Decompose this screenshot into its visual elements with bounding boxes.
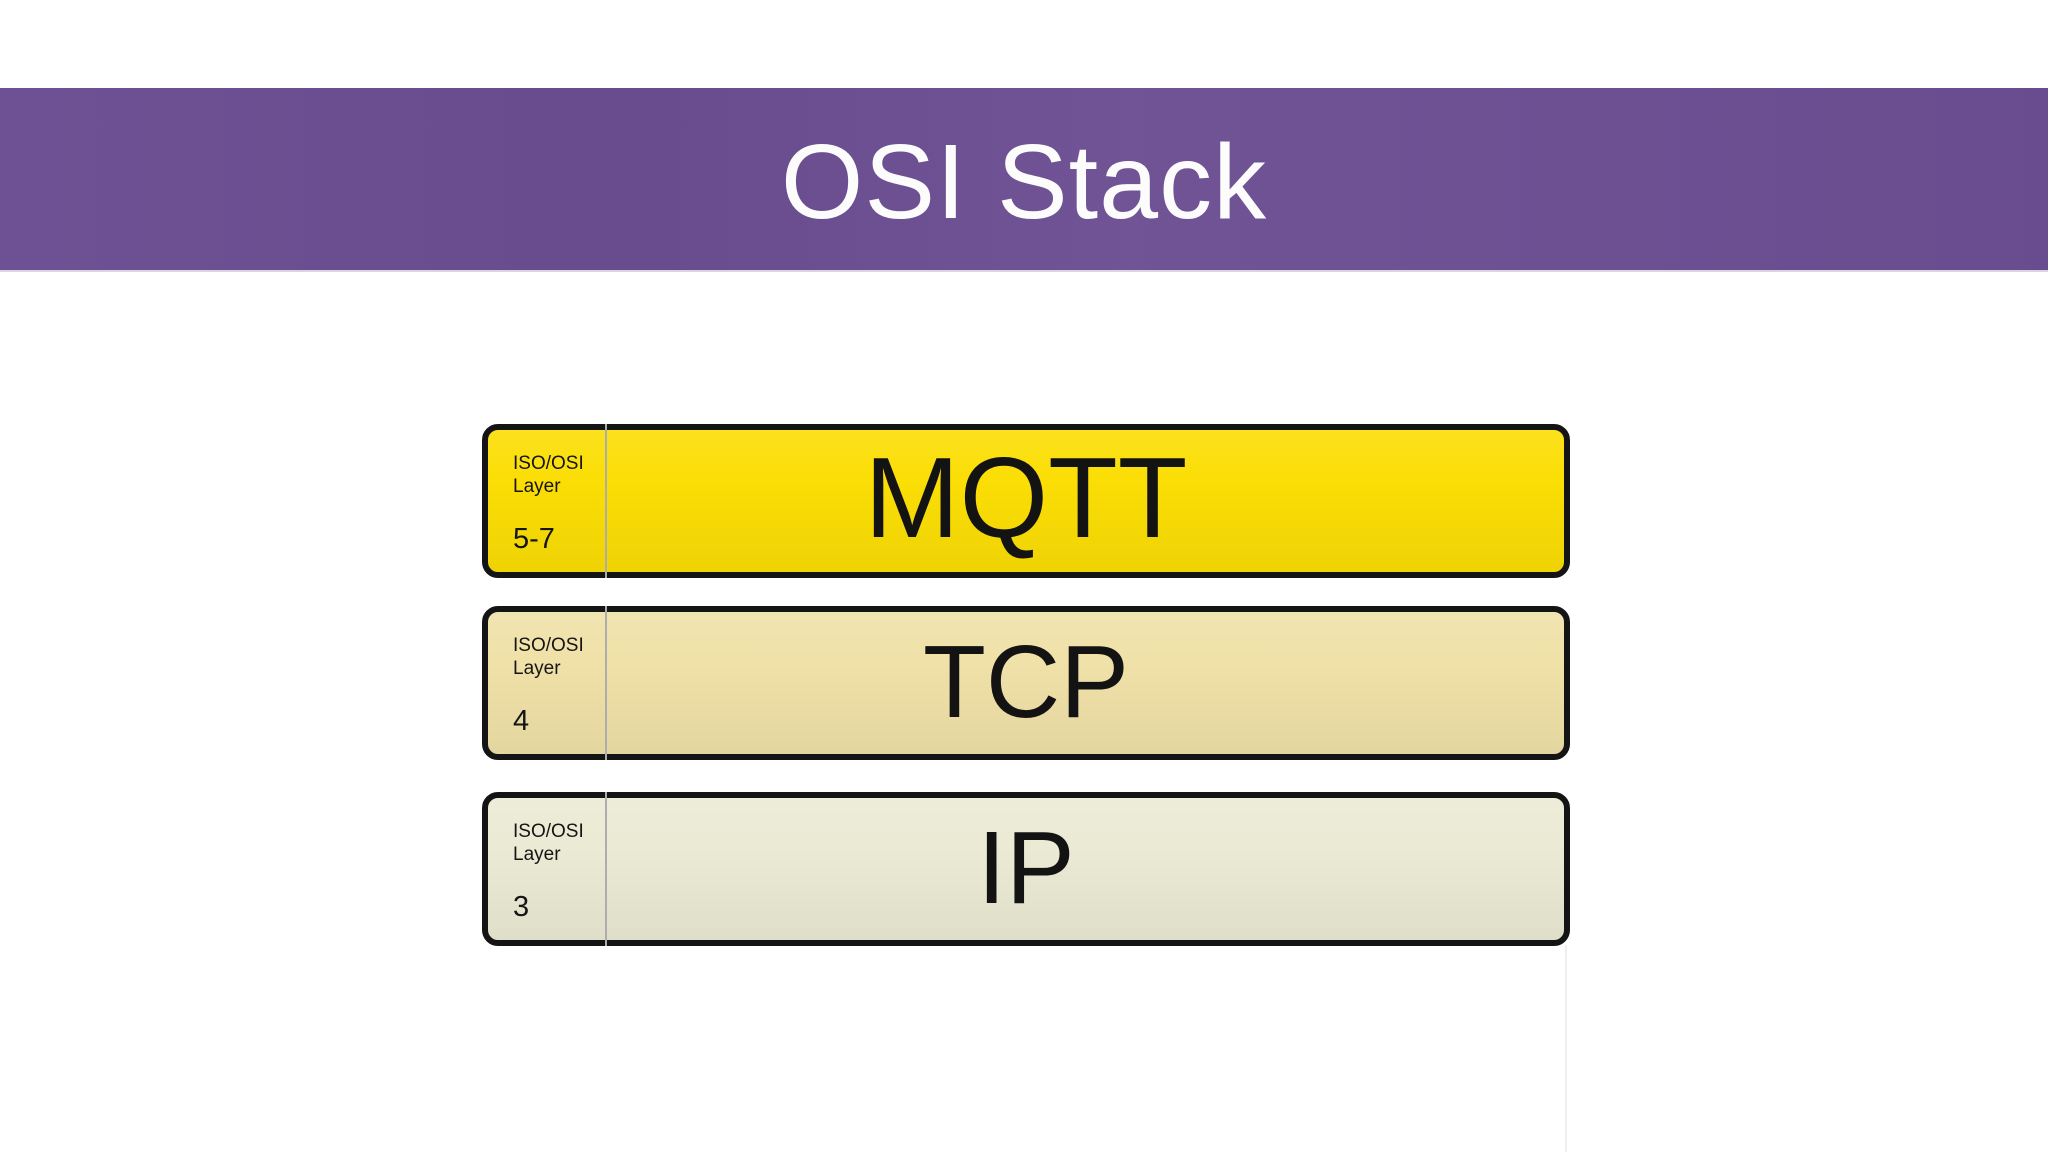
layer-number: 3 — [513, 891, 530, 923]
protocol-name-ip: IP — [977, 809, 1075, 925]
label-divider — [605, 424, 607, 578]
slide-title: OSI Stack — [780, 123, 1268, 241]
label-divider — [605, 792, 607, 946]
layer-label-line2: Layer — [513, 844, 561, 865]
layer-number: 5-7 — [513, 523, 555, 555]
protocol-name-tcp: TCP — [923, 623, 1129, 739]
layer-label-line1: ISO/OSI — [513, 453, 584, 474]
title-banner: OSI Stack — [0, 88, 2048, 272]
layer-label-line2: Layer — [513, 658, 561, 679]
layer-label-line1: ISO/OSI — [513, 635, 584, 656]
layer-number: 4 — [513, 705, 530, 737]
label-divider — [605, 606, 607, 760]
layer-label-line1: ISO/OSI — [513, 821, 584, 842]
layer-label: ISO/OSI Layer — [513, 820, 584, 866]
layer-box-mqtt: ISO/OSI Layer 5-7 MQTT — [482, 424, 1570, 578]
layer-label: ISO/OSI Layer — [513, 634, 584, 680]
slide-edge-artifact — [1565, 945, 1567, 1152]
osi-stack-diagram: ISO/OSI Layer 5-7 MQTT ISO/OSI Layer 4 T… — [482, 424, 1570, 946]
layer-label: ISO/OSI Layer — [513, 452, 584, 498]
protocol-name-mqtt: MQTT — [864, 435, 1188, 562]
layer-box-tcp: ISO/OSI Layer 4 TCP — [482, 606, 1570, 760]
layer-label-line2: Layer — [513, 476, 561, 497]
layer-box-ip: ISO/OSI Layer 3 IP — [482, 792, 1570, 946]
